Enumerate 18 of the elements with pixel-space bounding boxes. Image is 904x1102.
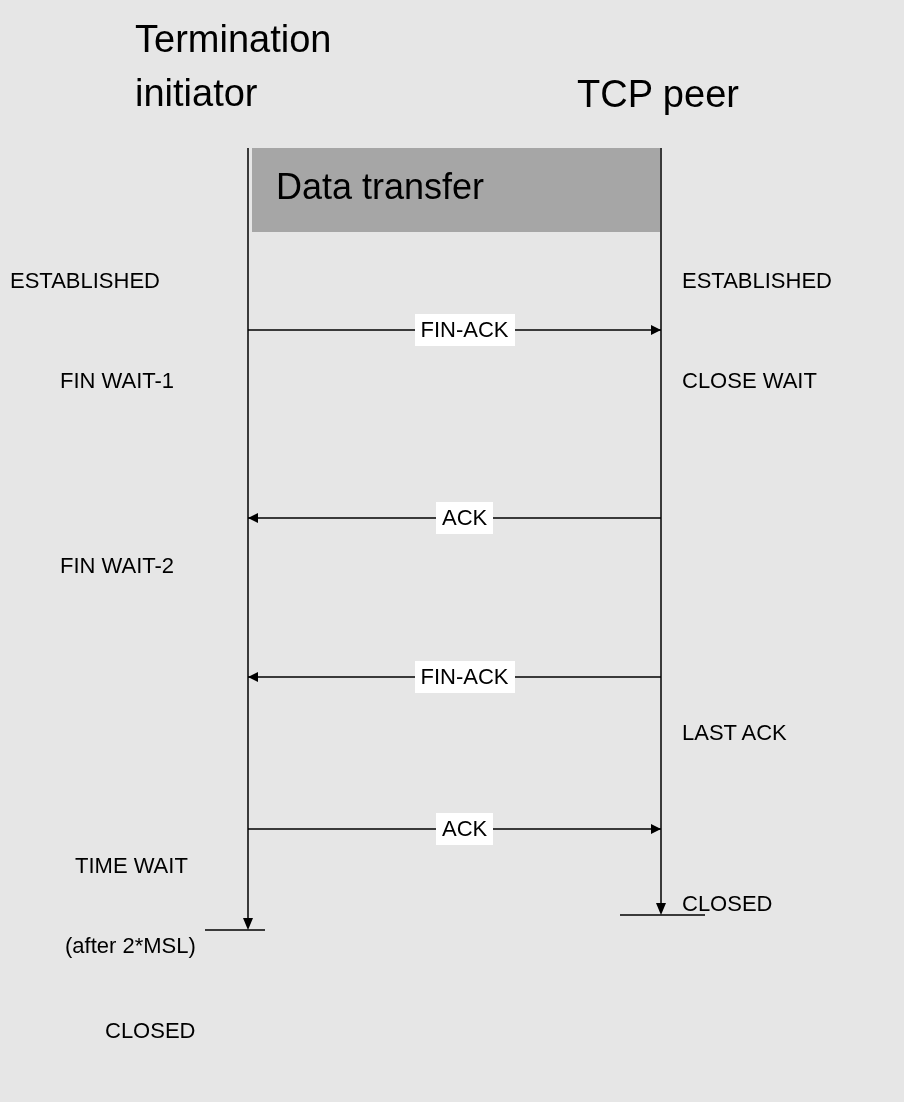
state-label: TIME WAIT <box>75 853 188 879</box>
edge-label: ACK <box>436 502 494 534</box>
edge-label: ACK <box>436 813 494 845</box>
state-label: FIN WAIT-1 <box>60 368 175 394</box>
state-label: CLOSE WAIT <box>682 368 817 394</box>
state-label: CLOSED <box>105 1018 196 1044</box>
state-label: ESTABLISHED <box>682 268 832 294</box>
state-label: CLOSED <box>682 891 773 917</box>
band-title: Data transfer <box>276 166 485 208</box>
participant-label: Termination initiator <box>135 17 333 116</box>
state-label: (after 2*MSL) <box>65 933 196 959</box>
state-label: ESTABLISHED <box>10 268 160 294</box>
edge-label: FIN-ACK <box>414 314 515 346</box>
state-label: FIN WAIT-2 <box>60 553 175 579</box>
edge-label: FIN-ACK <box>414 661 515 693</box>
participant-label: TCP peer <box>577 72 739 117</box>
phase-band <box>252 148 660 232</box>
state-label: LAST ACK <box>682 720 787 746</box>
